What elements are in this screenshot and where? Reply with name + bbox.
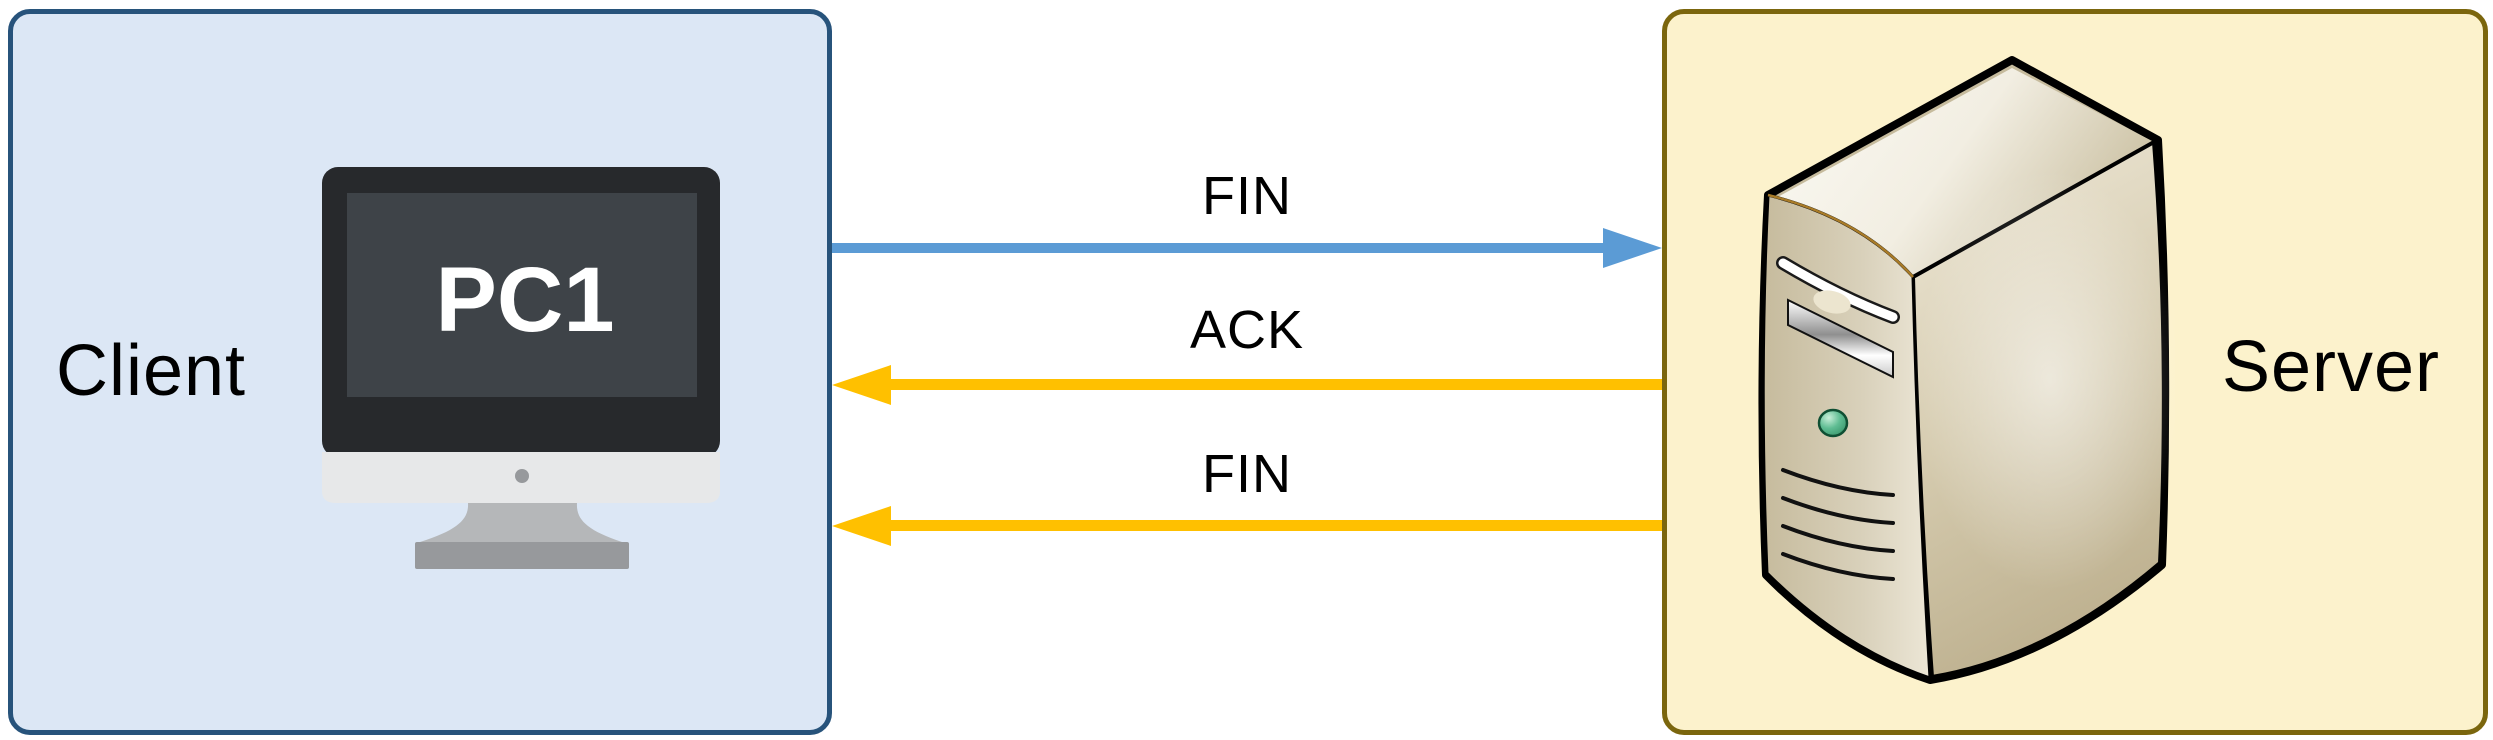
led-indicator-icon: [1817, 408, 1849, 438]
message-label-fin-2: FIN: [1202, 444, 1292, 504]
monitor-logo-dot-icon: [515, 469, 529, 483]
server-tower-icon: [1758, 56, 2175, 684]
floppy-eject-button: [1813, 290, 1851, 314]
pc1-screen-label: PC1: [436, 249, 615, 351]
vent-lines-icon: [1781, 468, 1895, 581]
client-label: Client: [55, 331, 247, 411]
message-label-ack: ACK: [1189, 300, 1305, 360]
arrow-shaft: [891, 379, 1662, 390]
arrow-shaft: [891, 520, 1662, 531]
arrowhead-left-icon: [832, 365, 891, 405]
server-bevel-edge: [1767, 193, 1914, 278]
server-top-face: [1776, 68, 2154, 277]
cd-drive-icon: [1787, 298, 1894, 379]
arrowhead-right-icon: [1603, 228, 1662, 268]
monitor-stand-base: [415, 542, 629, 569]
monitor-stand-neck: [420, 503, 622, 542]
server-label: Server: [2221, 327, 2441, 407]
message-label-fin-1: FIN: [1202, 166, 1292, 226]
arrow-shaft: [832, 243, 1603, 253]
arrowhead-left-icon: [832, 506, 891, 546]
desktop-computer-icon: PC1: [322, 167, 720, 569]
server-side-sheen: [1915, 170, 2175, 590]
monitor-screen: [347, 193, 697, 397]
